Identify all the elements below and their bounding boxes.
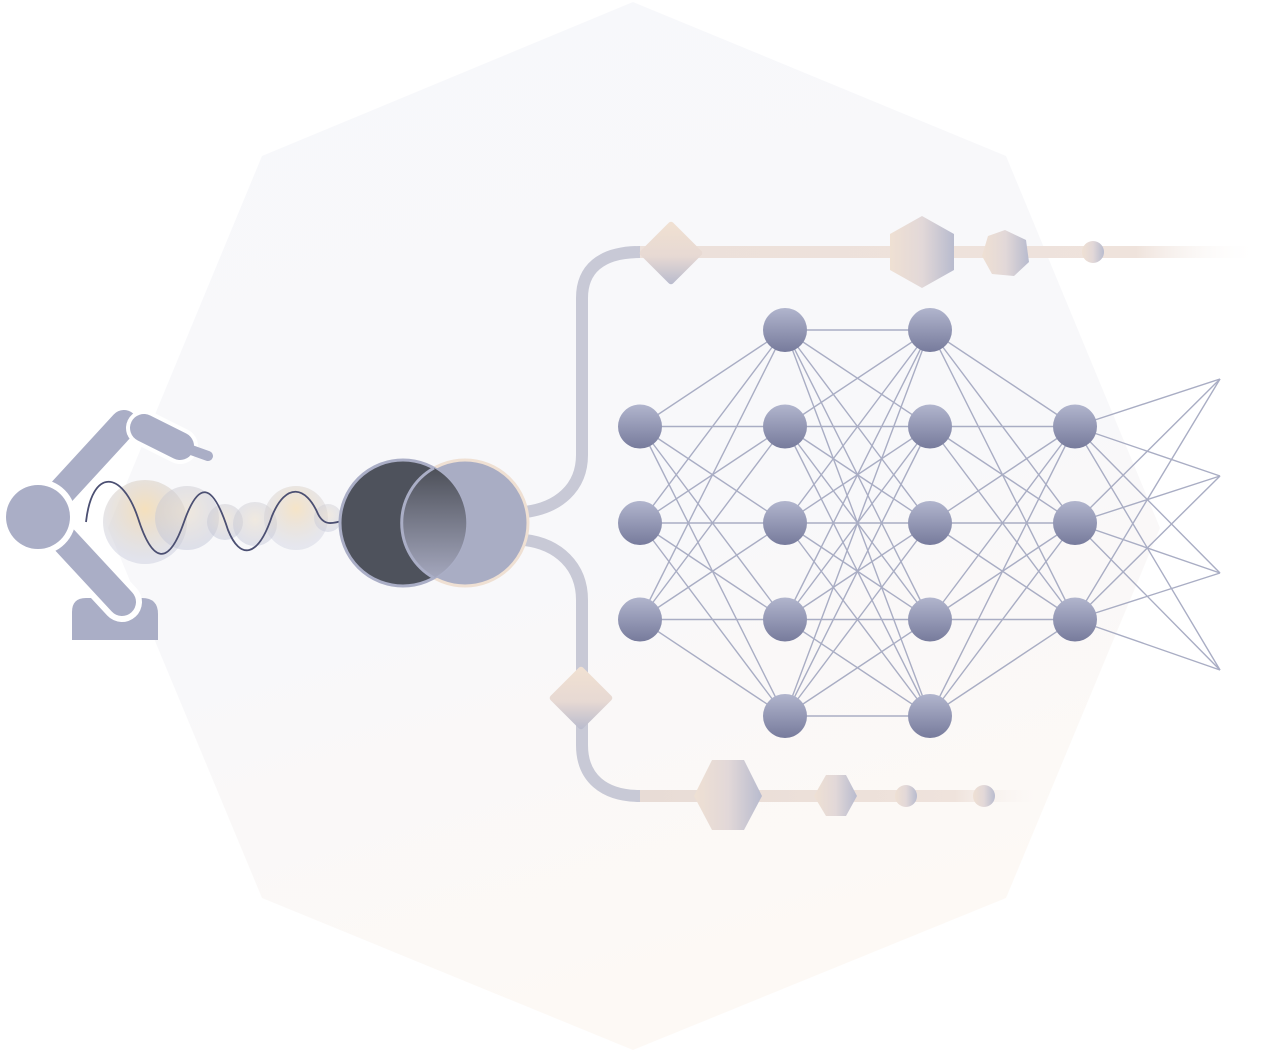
network-edge [639, 426, 786, 620]
network-node [1053, 501, 1097, 545]
network-node [908, 501, 952, 545]
overlapping-circles-icon [338, 458, 530, 588]
signal-blob [314, 504, 342, 532]
output-edge [1074, 618, 1221, 671]
network-edge [639, 329, 786, 524]
network-edge [929, 426, 1076, 717]
network-edge [639, 618, 786, 717]
output-edge [1074, 475, 1221, 620]
network-node [1053, 597, 1097, 642]
robot-arm-icon [0, 404, 213, 640]
lower-pipeline-shapes [549, 666, 995, 830]
wave-icon [85, 480, 346, 555]
network-node [618, 404, 662, 449]
network-edge [784, 522, 931, 717]
network-edge [639, 522, 786, 621]
network-node [908, 597, 952, 642]
sensor-overlap-outline [400, 466, 435, 580]
output-edge [1074, 572, 1221, 621]
network-edge [784, 329, 931, 717]
robot-wrist-fill [130, 414, 194, 460]
network-edge [929, 329, 1076, 428]
robot-upper-arm-fill [42, 410, 138, 512]
network-node [763, 501, 807, 545]
network-edge [784, 329, 931, 620]
network-edge [929, 426, 1076, 620]
network-node [618, 501, 662, 545]
network-edge [639, 329, 786, 428]
network-edge [929, 425, 1076, 524]
network-edge [929, 618, 1076, 717]
sensor-overlap-lens [401, 468, 467, 578]
network-node [763, 597, 807, 642]
upper-pipeline-shapes [639, 216, 1104, 288]
robot-shoulder-joint-fill [6, 485, 70, 549]
network-edge [784, 426, 931, 717]
network-edge [929, 522, 1076, 717]
network-node [618, 597, 662, 642]
network-node [763, 694, 807, 738]
network-edge [784, 329, 931, 524]
output-edge [1074, 378, 1221, 428]
hexagon-icon [982, 230, 1029, 276]
network-nodes [618, 308, 1097, 738]
network-node [908, 308, 952, 352]
network-node [908, 694, 952, 738]
network-edges [639, 329, 1221, 717]
pipe-upper-curve [519, 246, 646, 518]
network-edge [784, 329, 931, 428]
network-node [908, 404, 952, 449]
network-node [763, 404, 807, 449]
network-node [763, 308, 807, 352]
output-edge [1074, 378, 1221, 620]
output-edge [1074, 378, 1221, 524]
network-node [1053, 404, 1097, 449]
dot-icon [895, 785, 917, 807]
signal-blob [155, 486, 219, 550]
robot-tool-tip [175, 441, 213, 461]
diamond-icon [639, 221, 703, 285]
diamond-icon [549, 666, 613, 730]
dot-icon [973, 785, 995, 807]
dot-icon [1082, 241, 1104, 263]
hexagon-icon [814, 775, 857, 816]
network-edge [784, 618, 931, 717]
hexagon-icon [694, 760, 762, 830]
hexagon-icon [890, 216, 954, 288]
network-edge [639, 329, 786, 620]
